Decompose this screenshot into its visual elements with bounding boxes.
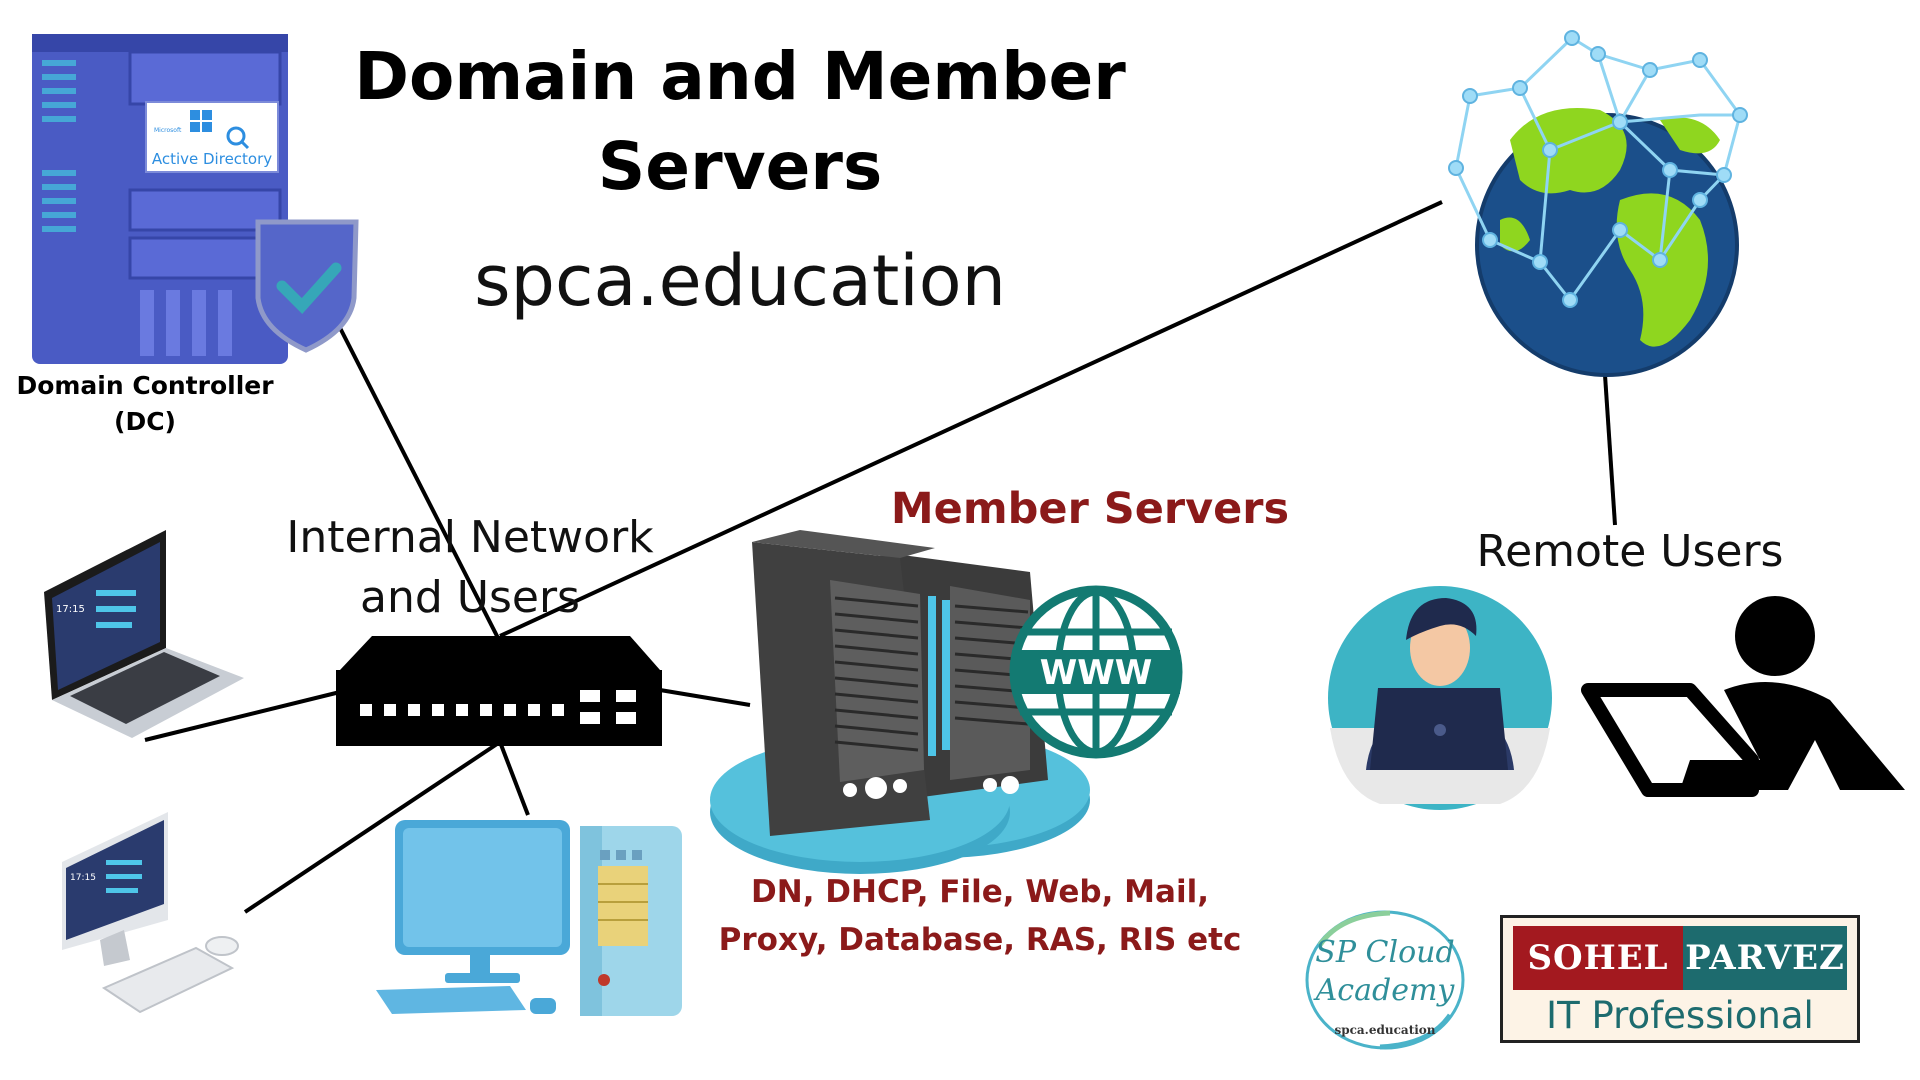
title-line-2: Servers bbox=[597, 128, 883, 205]
internal-line-2: and Users bbox=[360, 572, 580, 623]
badge-name-row: SOHEL PARVEZ bbox=[1513, 926, 1847, 990]
dc-label-line-1: Domain Controller bbox=[16, 371, 274, 400]
title-line-1: Domain and Member bbox=[354, 38, 1126, 115]
badge-left: SOHEL bbox=[1513, 926, 1683, 990]
desktop-time: 17:15 bbox=[70, 873, 96, 883]
domain-controller-icon bbox=[32, 34, 359, 364]
line-switch-to-internet bbox=[499, 200, 1443, 638]
remote-user-avatar-icon bbox=[1328, 586, 1552, 810]
www-globe-icon bbox=[1009, 585, 1183, 759]
line-internet-to-remote bbox=[1603, 374, 1617, 526]
badge-right: PARVEZ bbox=[1683, 926, 1847, 990]
site-url: spca.education bbox=[474, 240, 1006, 322]
services-line-2: Proxy, Database, RAS, RIS etc bbox=[718, 922, 1242, 958]
internet-globe-icon bbox=[1448, 30, 1748, 377]
sp-cloud-academy-logo: SP Cloud Academy spca.education bbox=[1300, 905, 1470, 1055]
sp-logo-line-1: SP Cloud bbox=[1315, 935, 1455, 970]
desktop-computer-icon bbox=[62, 812, 239, 1014]
laptop-time: 17:15 bbox=[56, 604, 85, 615]
member-servers-title: Member Servers bbox=[890, 484, 1290, 534]
internal-line-1: Internal Network bbox=[286, 512, 654, 563]
dc-badge-label: Active Directory bbox=[152, 150, 272, 168]
remote-user-silhouette-icon bbox=[1581, 596, 1905, 797]
sp-logo-line-3: spca.education bbox=[1334, 1023, 1436, 1037]
network-switch-icon bbox=[336, 636, 662, 746]
page-title: Domain and Member Servers bbox=[300, 32, 1180, 212]
laptop-icon bbox=[44, 530, 244, 738]
services-list: DN, DHCP, File, Web, Mail, Proxy, Databa… bbox=[700, 868, 1260, 964]
line-laptop-to-switch bbox=[144, 690, 341, 742]
dc-label-line-2: (DC) bbox=[114, 407, 176, 436]
line-switch-to-pc bbox=[498, 741, 530, 816]
sohel-parvez-badge: SOHEL PARVEZ IT Professional bbox=[1500, 915, 1860, 1043]
domain-controller-label: Domain Controller (DC) bbox=[0, 368, 290, 440]
dc-badge-small: Microsoft bbox=[154, 127, 182, 134]
line-dc-to-switch bbox=[333, 317, 500, 639]
line-desktop-to-switch bbox=[243, 740, 502, 914]
badge-subtitle: IT Professional bbox=[1546, 994, 1814, 1037]
windows-logo-icon bbox=[190, 110, 250, 150]
connection-lines bbox=[144, 200, 1617, 914]
pc-workstation-icon bbox=[376, 820, 682, 1016]
www-label: WWW bbox=[1040, 653, 1153, 693]
services-line-1: DN, DHCP, File, Web, Mail, bbox=[751, 874, 1209, 910]
sp-logo-ring-icon bbox=[1305, 910, 1465, 1050]
internal-network-label: Internal Network and Users bbox=[270, 508, 670, 628]
remote-users-label: Remote Users bbox=[1476, 526, 1784, 577]
sp-logo-line-2: Academy bbox=[1315, 973, 1455, 1008]
member-servers-icon bbox=[710, 530, 1090, 874]
line-switch-to-servers bbox=[659, 688, 751, 707]
